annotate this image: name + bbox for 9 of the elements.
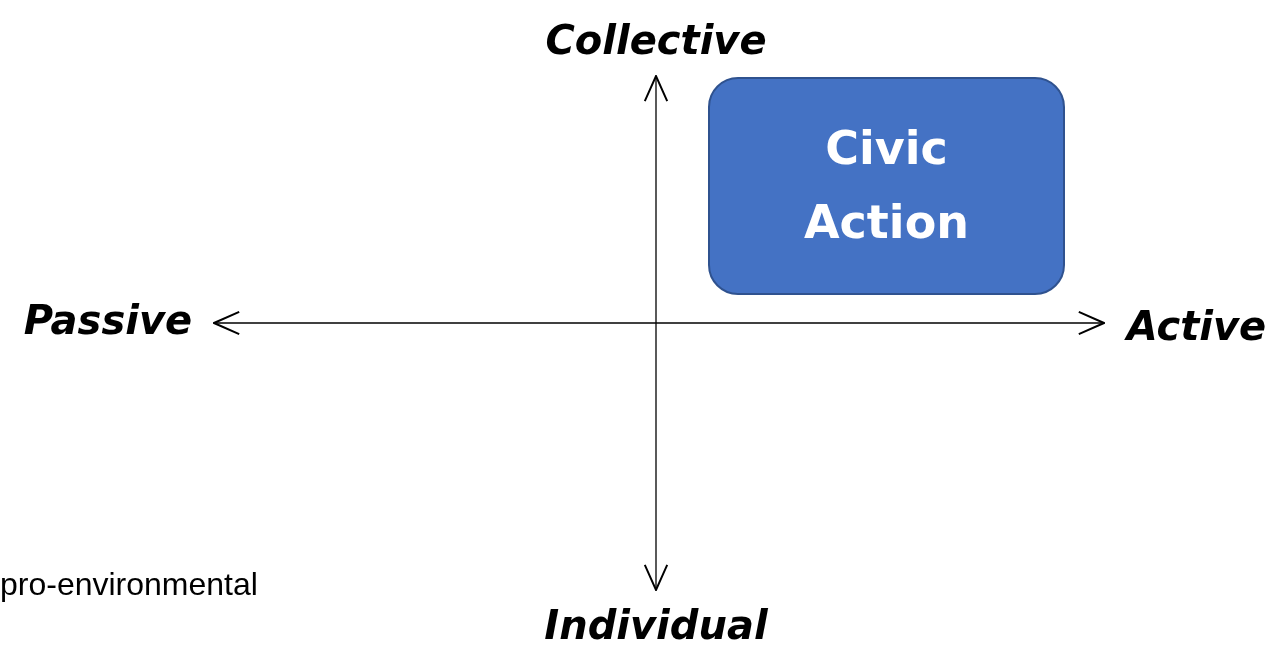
double-arrow xyxy=(213,310,1105,336)
double-arrow xyxy=(643,75,669,591)
axis-label: Collective xyxy=(520,12,792,68)
axis-label: Passive xyxy=(10,292,206,348)
note-text: pro-environmental xyxy=(0,566,258,603)
box-title: Civic Action xyxy=(803,120,970,251)
axis-label: Individual xyxy=(530,598,782,649)
axis-label: Active xyxy=(1112,298,1281,354)
quadrant-box xyxy=(708,77,1065,295)
